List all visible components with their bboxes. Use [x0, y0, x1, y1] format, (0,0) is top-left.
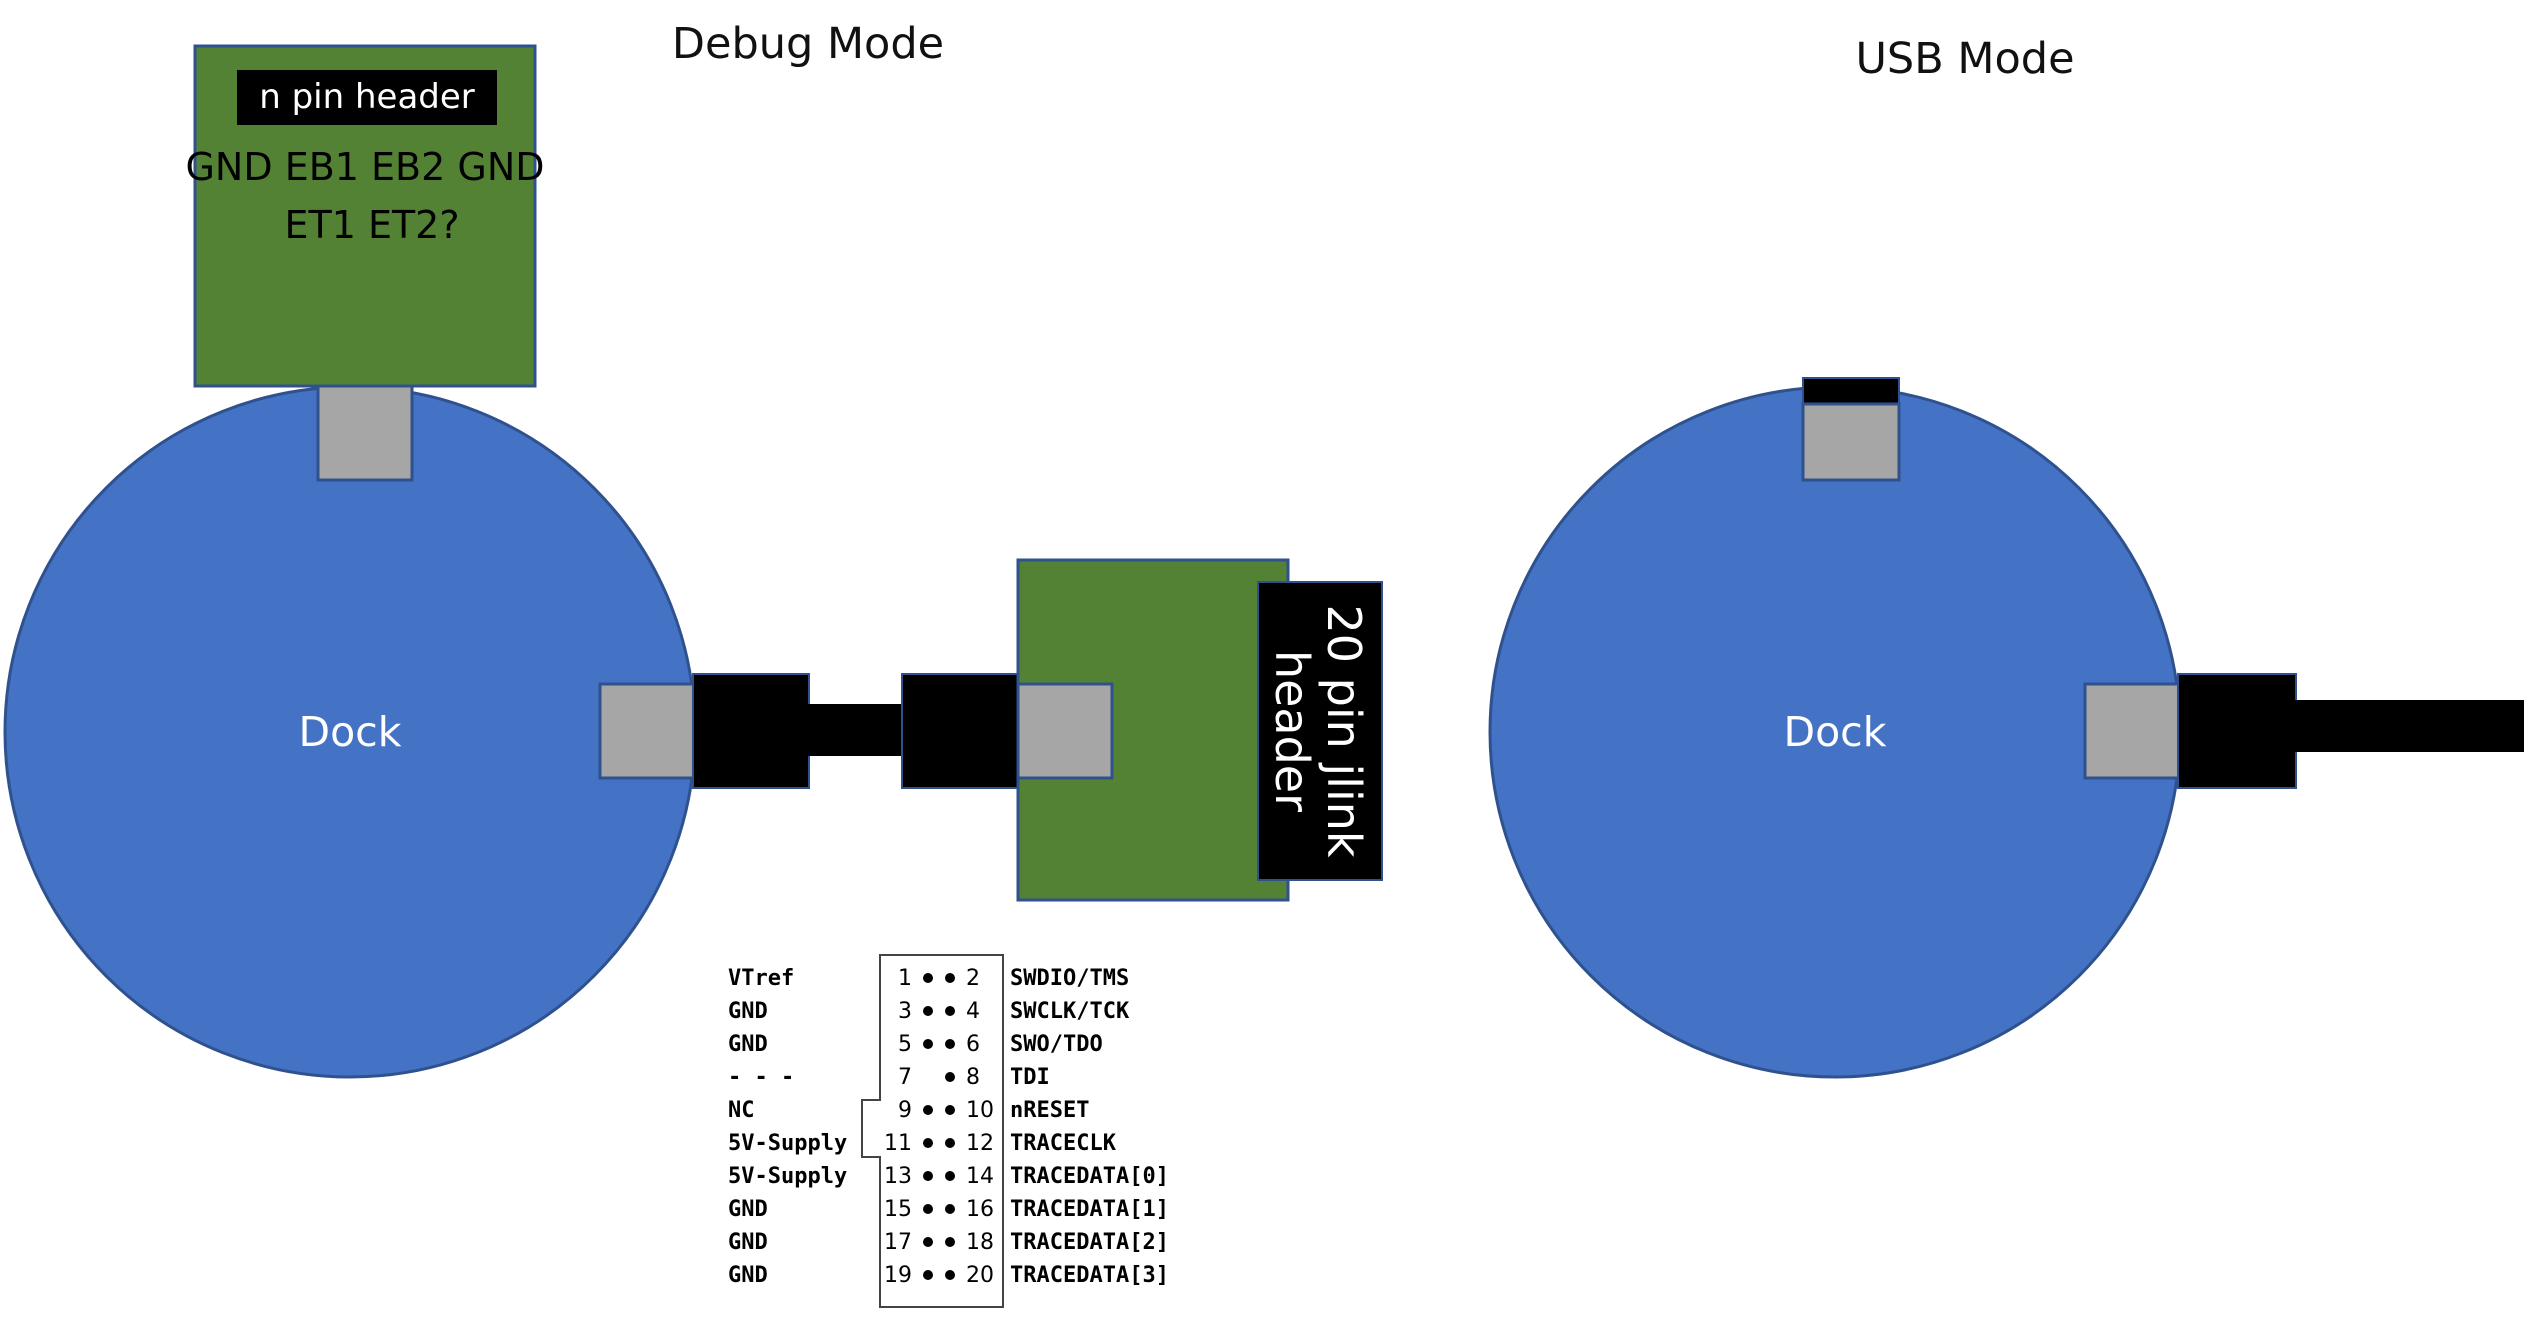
pin-left-signal: 5V-Supply [728, 1164, 847, 1189]
pin-number-right: 4 [966, 999, 980, 1024]
pin-left-signal: GND [728, 1197, 768, 1222]
jlink-20-pin-header [1257, 581, 1383, 881]
board-pins-line1: GND EB1 EB2 GND [185, 145, 544, 189]
pin-dot-left [923, 1237, 933, 1247]
pin-dot-right [945, 1138, 955, 1148]
pin-left-signal: GND [728, 1032, 768, 1057]
pin-number-left: 15 [884, 1197, 912, 1222]
pin-right-signal: TRACEDATA[2] [1010, 1230, 1169, 1255]
jlink-label-line2: header [1265, 650, 1319, 812]
pin-dot-left [923, 1105, 933, 1115]
pin-dot-right [945, 1270, 955, 1280]
usb-top-connector [1801, 402, 1901, 482]
pin-dot-right [945, 1171, 955, 1181]
pin-left-signal: 5V-Supply [728, 1131, 847, 1156]
pin-right-signal: SWO/TDO [1010, 1032, 1103, 1057]
pin-dot-left [923, 973, 933, 983]
pin-left-signal: - - - [728, 1065, 794, 1090]
pin-dot-right [945, 1105, 955, 1115]
pin-number-left: 19 [884, 1263, 912, 1288]
pin-dot-right [945, 1072, 955, 1082]
pin-left-signal: GND [728, 1230, 768, 1255]
cable-plug-right [901, 673, 1019, 789]
adapter-connector [1016, 682, 1114, 780]
debug-mode-title: Debug Mode [672, 19, 944, 69]
pin-right-signal: TRACEDATA[1] [1010, 1197, 1169, 1222]
pin-dot-right [945, 1006, 955, 1016]
n-pin-header [237, 70, 497, 125]
pinout-outline [861, 954, 1004, 1308]
pin-right-signal: SWDIO/TMS [1010, 966, 1129, 991]
dock-top-connector [316, 384, 414, 482]
pin-number-left: 1 [898, 966, 912, 991]
pin-number-right: 10 [966, 1098, 994, 1123]
pin-dot-left [923, 1039, 933, 1049]
pin-number-right: 18 [966, 1230, 994, 1255]
pin-number-right: 14 [966, 1164, 994, 1189]
pin-number-right: 6 [966, 1032, 980, 1057]
pin-number-right: 16 [966, 1197, 994, 1222]
pin-right-signal: TRACECLK [1010, 1131, 1117, 1156]
pin-dot-left [923, 1270, 933, 1280]
pin-dot-left [923, 1006, 933, 1016]
pin-left-signal: NC [728, 1098, 755, 1123]
n-pin-header-label: n pin header [259, 77, 475, 117]
pin-number-right: 2 [966, 966, 980, 991]
pin-number-left: 3 [898, 999, 912, 1024]
pin-left-signal: GND [728, 999, 768, 1024]
pin-right-signal: nRESET [1010, 1098, 1089, 1123]
cable [808, 704, 903, 756]
usb-mode-title: USB Mode [1855, 34, 2074, 84]
pin-dot-left [923, 1171, 933, 1181]
pin-number-left: 5 [898, 1032, 912, 1057]
pin-number-left: 7 [898, 1065, 912, 1090]
pin-dot-left [923, 1138, 933, 1148]
pin-right-signal: SWCLK/TCK [1010, 999, 1130, 1024]
pin-right-signal: TDI [1010, 1065, 1050, 1090]
pin-number-right: 12 [966, 1131, 994, 1156]
debug-mode-group: n pin header GND EB1 EB2 GND ET1 ET2? Do… [3, 44, 1383, 1079]
pin-right-signal: TRACEDATA[0] [1010, 1164, 1169, 1189]
pin-number-left: 9 [898, 1098, 912, 1123]
pin-number-right: 8 [966, 1065, 980, 1090]
pin-left-signal: VTref [728, 966, 794, 991]
board-pins-line2: ET1 ET2? [284, 203, 459, 247]
pin-dot-right [945, 973, 955, 983]
pin-number-left: 11 [884, 1131, 912, 1156]
cable-plug-left [692, 673, 810, 789]
pin-dot-right [945, 1237, 955, 1247]
pin-number-left: 17 [884, 1230, 912, 1255]
usb-side-connector [2083, 682, 2181, 780]
pin-number-left: 13 [884, 1164, 912, 1189]
usb-mode-group: Dock [1488, 377, 2524, 1079]
jlink-label-line1: 20 pin jlink [1317, 604, 1371, 857]
usb-top-cap [1802, 377, 1900, 407]
dock-side-connector [598, 682, 696, 780]
pin-dot-left [923, 1204, 933, 1214]
pin-dot-right [945, 1039, 955, 1049]
pin-left-signal: GND [728, 1263, 768, 1288]
pin-dot-right [945, 1204, 955, 1214]
usb-cable [2295, 700, 2524, 752]
pin-number-right: 20 [966, 1263, 994, 1288]
dock-label: Dock [299, 708, 402, 756]
pin-right-signal: TRACEDATA[3] [1010, 1263, 1169, 1288]
usb-dock-label: Dock [1784, 708, 1887, 756]
usb-cable-plug [2177, 673, 2297, 789]
